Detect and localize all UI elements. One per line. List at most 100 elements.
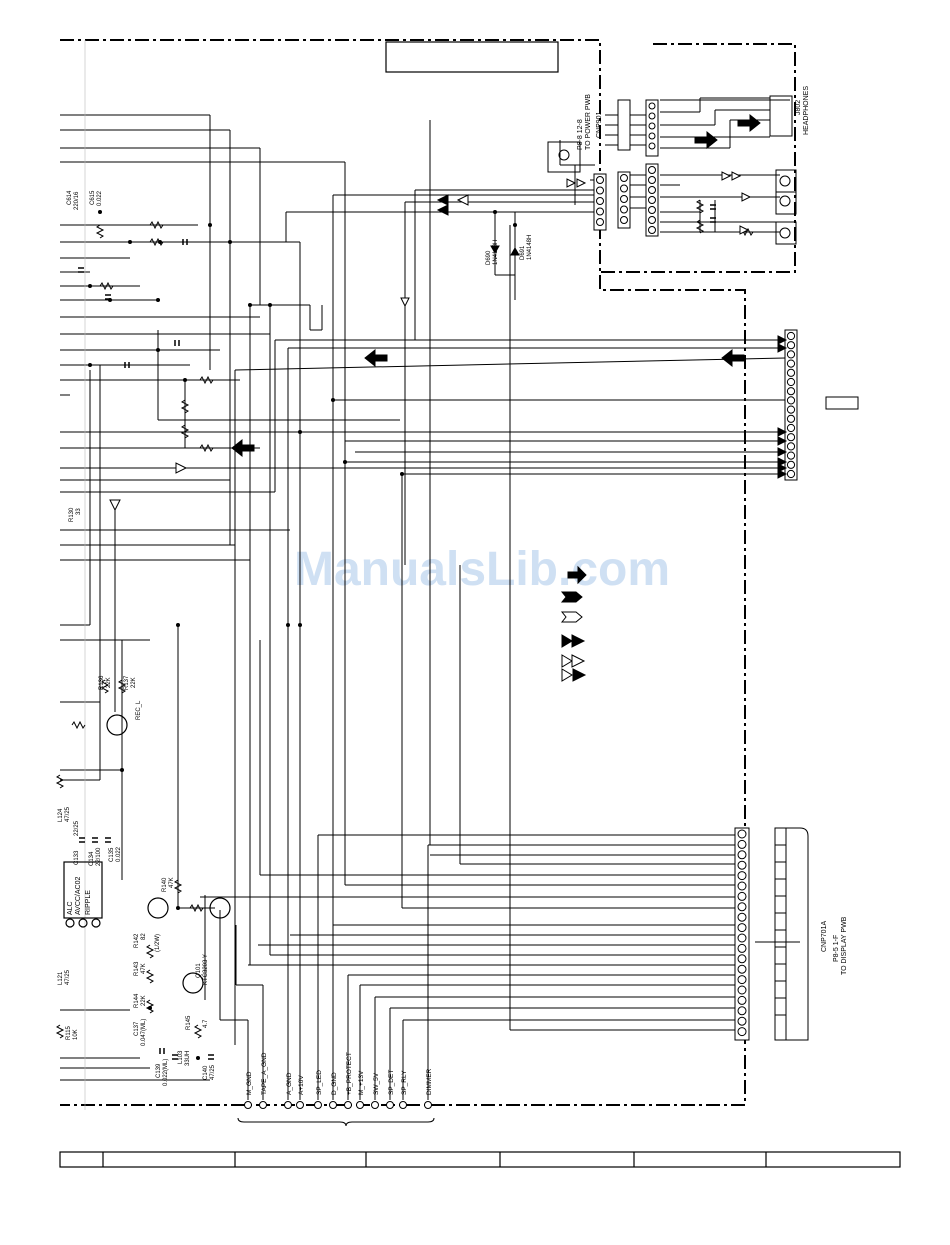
connector-pin <box>737 850 747 860</box>
signal-label-sp-led: SP_LED <box>316 1070 323 1095</box>
connector-pin <box>786 460 796 469</box>
connector-pin <box>620 184 628 193</box>
connector-pin <box>786 396 796 405</box>
rec-l-label: REC_L <box>136 700 142 720</box>
connector-pin <box>620 195 628 203</box>
c139-ref: C139 <box>156 1063 162 1078</box>
d691-part: 1N4148H <box>527 235 533 260</box>
connector-pin <box>786 442 796 451</box>
connector-pin <box>737 975 747 985</box>
l124-ref: L124 <box>58 808 64 822</box>
connector-pin <box>737 933 747 943</box>
terminal <box>259 1101 267 1109</box>
signal-label--b-protect: +B_PROTECT <box>346 1052 353 1095</box>
display-flex-panel <box>547 95 859 1041</box>
connector-pin <box>737 871 747 881</box>
d690-ref: D690 <box>486 250 492 265</box>
q101-ref: Q101 <box>196 963 202 978</box>
signal-label-m-13v: M_+13V <box>358 1070 365 1095</box>
connector-pin <box>648 206 656 214</box>
ic-line2: AVCC/AC02 <box>75 877 82 915</box>
signal-label-a-10v: A+10V <box>298 1075 305 1095</box>
terminal <box>371 1101 379 1109</box>
headphones-ref-label: J802 <box>795 100 802 115</box>
power-connector-ref-label: P8-8 12-8 <box>577 119 584 150</box>
c140-ref: C140 <box>203 1065 209 1080</box>
connector-pin-holes <box>596 102 796 1037</box>
bottom-terminals <box>244 1101 432 1109</box>
connector-pin <box>786 405 796 414</box>
connector-pin <box>786 433 796 442</box>
r140-value: 47K <box>169 877 175 888</box>
connector-pin <box>596 197 604 205</box>
watermark: ManualsLib.com <box>294 543 670 596</box>
c614-value: 220/16 <box>74 191 80 210</box>
connector-pin <box>737 954 747 964</box>
c135-ref: C135 <box>109 847 115 862</box>
d691-ref: D691 <box>520 245 526 260</box>
c133-ref: C133 <box>74 850 80 865</box>
connector-pin <box>737 860 747 870</box>
pwb-outline <box>60 39 796 1106</box>
display-connector-dest-label: TO DISPLAY PWB <box>841 916 848 975</box>
signal-arrows <box>231 113 788 682</box>
c615-value: 0.022 <box>97 190 103 206</box>
connector-pin <box>648 122 656 130</box>
connector-pin <box>786 451 796 460</box>
r137-ref: R137 <box>124 675 130 690</box>
connector-pin <box>786 331 796 341</box>
connector-pin <box>786 469 796 479</box>
r142-ref: R142 <box>134 933 140 948</box>
terminal <box>356 1101 364 1109</box>
connector-pin <box>786 414 796 423</box>
l121-value: 47/25 <box>65 969 71 985</box>
power-connector-name-label: CNP901 <box>596 111 603 138</box>
r137-value: 22K <box>131 677 137 688</box>
r136-value: 22K <box>106 677 112 688</box>
ic-line3: RIPPLE <box>85 890 92 915</box>
q101-part: KTC3203 Y <box>203 954 209 985</box>
r144-value: 22K <box>141 995 147 1006</box>
signal-label-a-gnd: A_GND <box>286 1072 293 1095</box>
connector-pin <box>648 226 656 234</box>
connector-pin <box>737 1016 747 1026</box>
capacitors <box>78 204 716 1060</box>
connector-pin <box>786 341 796 350</box>
l121-ref: L121 <box>58 971 64 985</box>
terminal <box>244 1101 252 1109</box>
l103-value: 33UH <box>185 1051 191 1066</box>
c140-value: 47/25 <box>210 1064 216 1080</box>
headphones-name-label: HEADPHONES <box>803 86 810 135</box>
display-connector-name-label: CNP701A <box>821 921 828 952</box>
connector-pin <box>786 387 796 396</box>
power-connector-dest-label: TO POWER PWB <box>585 94 592 150</box>
connector-pin <box>786 377 796 387</box>
transistors <box>63 714 231 994</box>
r142-value: 82 <box>141 933 147 940</box>
c135-value: 0.022 <box>116 846 122 862</box>
terminal <box>314 1101 322 1109</box>
connector-pin <box>648 186 656 194</box>
r130-value: 33 <box>76 508 82 515</box>
connector-pin <box>737 912 747 922</box>
connector-pin <box>596 218 604 226</box>
terminal <box>296 1101 304 1109</box>
connector-pin <box>596 186 604 195</box>
connector-pin <box>737 829 747 839</box>
bus-brace <box>237 1117 435 1127</box>
connector-pin <box>786 350 796 359</box>
r142-rating: (1/2W) <box>155 934 161 952</box>
top-box <box>385 41 559 73</box>
terminal <box>329 1101 337 1109</box>
connector-pin <box>737 995 747 1005</box>
signal-label-tape-a-gnd: TAPE_A_GND <box>261 1052 268 1095</box>
r140-ref: R140 <box>162 877 168 892</box>
display-connector-ref-label: P8-5 1-F <box>833 935 840 962</box>
connector-pin <box>737 881 747 891</box>
c137-value: 0.047(ML) <box>141 1019 147 1046</box>
connector-pin <box>620 216 628 224</box>
connector-pin <box>737 985 747 995</box>
